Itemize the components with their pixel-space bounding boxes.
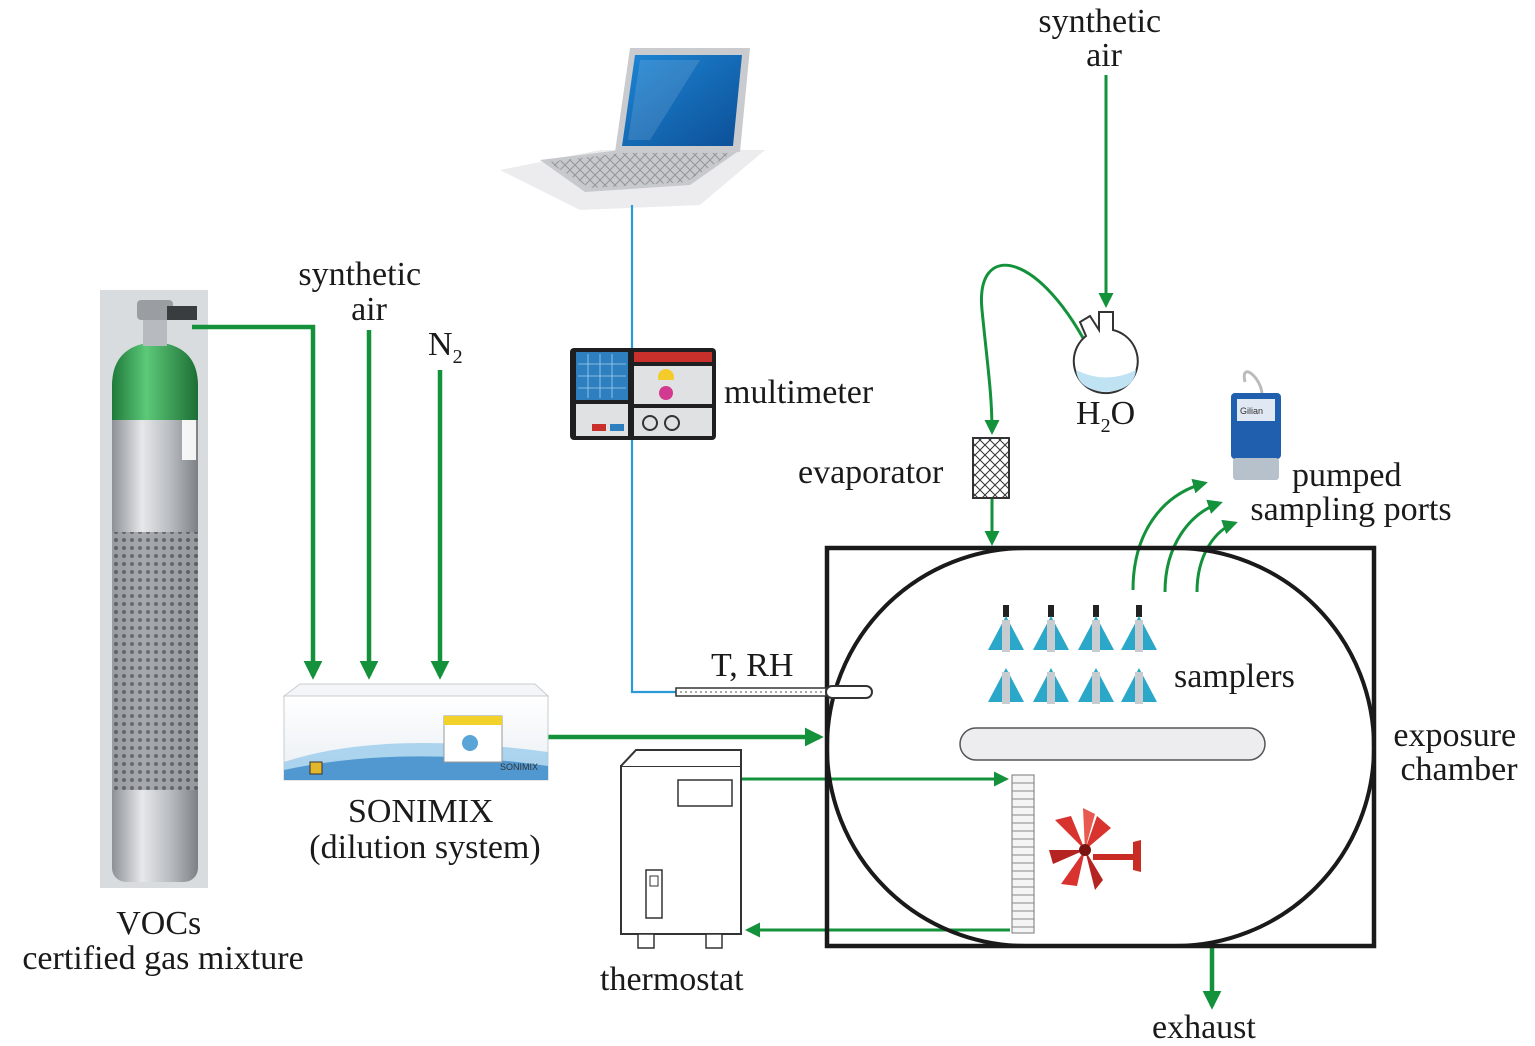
laptop-image <box>500 48 765 210</box>
sampler <box>1078 605 1114 652</box>
thermostat-label: thermostat <box>600 961 744 998</box>
sampler <box>1078 668 1114 704</box>
water-flask <box>1072 311 1139 395</box>
samplers-label: samplers <box>1174 658 1295 695</box>
vocs-flow-arrow <box>192 324 323 680</box>
signal-cable <box>630 205 700 694</box>
water-label: H2O <box>1076 395 1135 437</box>
sonimix-label: SONIMIX (dilution system) <box>309 793 540 866</box>
t-rh-probe <box>675 685 873 699</box>
sampler <box>1033 605 1069 652</box>
exposure-chamber <box>824 545 1377 949</box>
chamber-inner-flow-loop <box>825 546 1376 948</box>
synthetic-air-label-left: synthetic air <box>298 256 429 328</box>
evaporator-label: evaporator <box>798 454 944 491</box>
sampling-port-line-1 <box>1131 478 1208 591</box>
vocs-label: VOCs certified gas mixture <box>22 905 303 977</box>
sampler <box>1033 668 1069 704</box>
t-rh-label: T, RH <box>711 647 793 684</box>
evaporator-block <box>972 437 1010 499</box>
exposure-chamber-label: exposure chamber <box>1393 717 1524 788</box>
sampling-pump-image: Gilian <box>1231 370 1281 480</box>
humid-air-tube <box>980 263 1094 435</box>
sampler <box>988 605 1024 652</box>
gas-flow-lines <box>192 75 1238 1010</box>
gas-cylinder <box>100 290 208 888</box>
sampling-port-line-2 <box>1163 499 1223 593</box>
pump-brand-label: Gilian <box>1240 406 1263 416</box>
multimeter-device <box>570 348 716 440</box>
sampler <box>1121 605 1157 652</box>
sonimix-brand-label: SONIMIX <box>500 762 538 772</box>
thermostat-unit <box>620 749 742 949</box>
exhaust-label: exhaust <box>1152 1009 1256 1046</box>
heat-exchanger <box>1011 774 1035 934</box>
synthetic-air-label-top: synthetic air <box>1038 3 1169 74</box>
samplers-group <box>988 605 1157 704</box>
chamber-baffle <box>959 727 1266 761</box>
sampler <box>988 668 1024 704</box>
pumped-sampling-ports-label: pumped sampling ports <box>1250 457 1451 528</box>
multimeter-label: multimeter <box>724 374 874 411</box>
n2-label: N2 <box>428 326 463 368</box>
chamber-fan <box>1049 808 1141 890</box>
sonimix-device: SONIMIX <box>282 683 550 781</box>
sampler <box>1121 668 1157 704</box>
